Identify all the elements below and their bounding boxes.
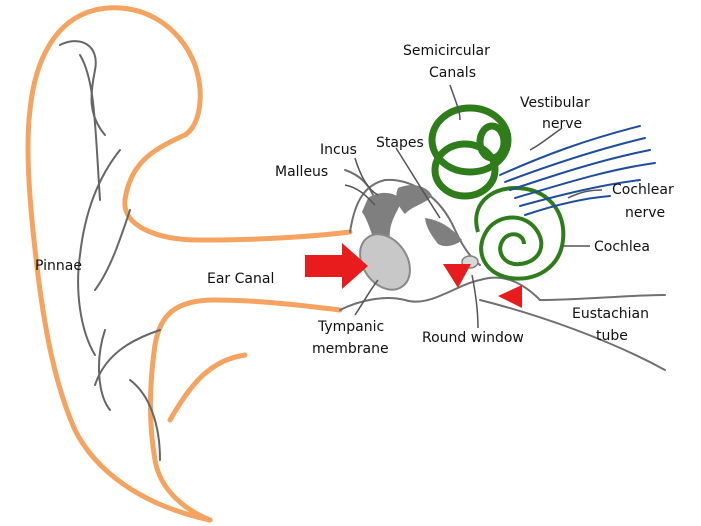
label-eustachian-2: tube xyxy=(596,328,628,344)
label-round-window: Round window xyxy=(422,330,524,346)
label-semicircular-1: Semicircular xyxy=(403,43,490,59)
ear-folds xyxy=(60,41,160,460)
label-malleus: Malleus xyxy=(275,164,328,180)
label-pinnae: Pinnae xyxy=(35,258,82,274)
label-incus: Incus xyxy=(320,142,357,158)
ear-canal-arrow xyxy=(305,243,368,289)
label-vestibular-1: Vestibular xyxy=(520,95,590,111)
label-cochlea: Cochlea xyxy=(594,239,650,255)
label-cochlear-1: Cochlear xyxy=(612,182,674,198)
sound-arrows xyxy=(305,243,522,308)
label-cochlear-2: nerve xyxy=(625,205,665,221)
label-tympanic-2: membrane xyxy=(312,341,389,357)
label-semicircular-2: Canals xyxy=(429,65,476,81)
label-vestibular-2: nerve xyxy=(542,116,582,132)
label-ear-canal: Ear Canal xyxy=(207,271,274,287)
eustachian-arrow xyxy=(498,285,522,308)
semicircular-canals xyxy=(432,108,508,196)
cochlea-spiral xyxy=(476,188,563,279)
label-tympanic-1: Tympanic xyxy=(317,319,384,335)
label-stapes: Stapes xyxy=(376,135,424,151)
nerves xyxy=(500,126,655,215)
label-eustachian-1: Eustachian xyxy=(572,306,649,322)
incus-bone xyxy=(396,185,432,214)
